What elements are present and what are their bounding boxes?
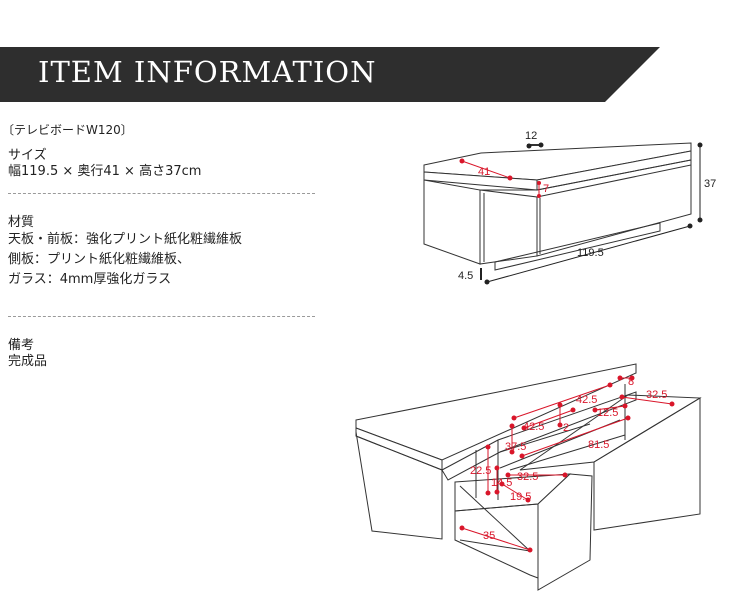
material-label: 材質 bbox=[8, 215, 35, 230]
dim-int-22-5: 22.5 bbox=[470, 465, 491, 477]
notes-value: 完成品 bbox=[8, 354, 48, 369]
material-line-glass: ガラス：4mm厚強化ガラス bbox=[8, 272, 172, 287]
material-line-side: 側板：プリント紙化粧繊維板、 bbox=[8, 252, 191, 267]
dim-int-19-5: 19.5 bbox=[510, 491, 531, 503]
dim-int-42-5-b: 42.5 bbox=[523, 421, 544, 433]
size-value: 幅119.5 × 奥行41 × 高さ37cm bbox=[8, 164, 202, 179]
size-label: サイズ bbox=[8, 148, 47, 163]
interior-dimension-points bbox=[459, 375, 675, 553]
dim-top-37: 37 bbox=[704, 178, 716, 190]
dim-int-12-5: 12.5 bbox=[597, 407, 618, 419]
dim-int-81-5: 81.5 bbox=[588, 439, 609, 451]
dim-int-32-5-a: 32.5 bbox=[646, 389, 667, 401]
interior-dimension-lines bbox=[461, 377, 673, 551]
dim-top-4-5: 4.5 bbox=[458, 270, 473, 282]
dim-int-2: 2 bbox=[563, 422, 569, 434]
dim-int-37-5: 37.5 bbox=[505, 441, 526, 453]
dim-top-7: 7 bbox=[543, 183, 549, 195]
dim-int-32-5-b: 32.5 bbox=[517, 471, 538, 483]
banner-title: ITEM INFORMATION bbox=[38, 55, 377, 89]
dim-top-119-5: 119.5 bbox=[577, 247, 604, 259]
dim-int-35: 35 bbox=[483, 530, 495, 542]
material-line-top: 天板・前板：強化プリント紙化粧繊維板 bbox=[8, 232, 243, 247]
exterior-diagram bbox=[423, 142, 703, 285]
divider-1 bbox=[8, 193, 315, 194]
dim-int-8: 8 bbox=[628, 376, 634, 388]
dim-top-41: 41 bbox=[478, 166, 490, 178]
product-name: 〔テレビボードW120〕 bbox=[2, 123, 133, 137]
dim-top-12: 12 bbox=[525, 130, 537, 142]
banner-background bbox=[0, 47, 660, 102]
dim-int-42-5-a: 42.5 bbox=[576, 394, 597, 406]
interior-diagram bbox=[355, 363, 702, 591]
divider-2 bbox=[8, 316, 315, 317]
dim-int-14-5: 14.5 bbox=[491, 477, 512, 489]
notes-label: 備考 bbox=[8, 338, 35, 353]
header-banner: ITEM INFORMATION bbox=[0, 47, 660, 102]
